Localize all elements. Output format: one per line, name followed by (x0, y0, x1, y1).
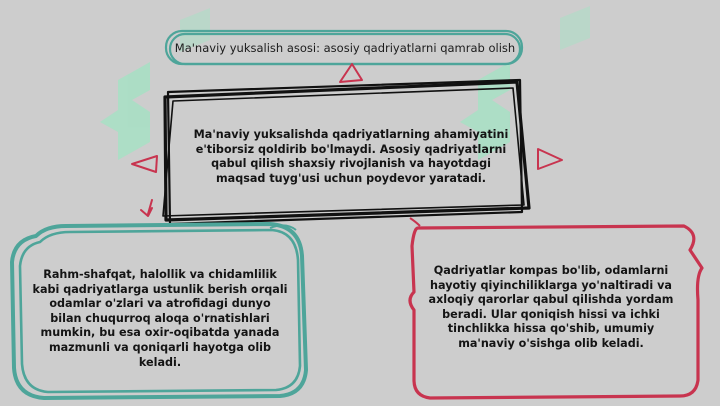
center-box-text: Ma'naviy yuksalishda qadriyatlarning aha… (193, 128, 509, 185)
arrow-left-icon (131, 155, 158, 173)
left-box-frame (10, 222, 308, 400)
center-box-frame (162, 78, 531, 226)
arrow-up-icon (339, 63, 363, 83)
title-pill (164, 29, 524, 66)
right-box-frame (408, 217, 704, 400)
arrow-right-icon (537, 148, 563, 170)
left-box-text: Rahm-shafqat, halollik va chidamlilik ka… (32, 268, 288, 369)
right-box-text: Qadriyatlar kompas bo'lib, odamlarni hay… (428, 264, 674, 350)
diagram-title: Ma'naviy yuksalish asosi: asosiy qadriya… (174, 41, 516, 55)
connector-arrows (131, 63, 563, 217)
arrow-down-left-icon (140, 199, 153, 217)
